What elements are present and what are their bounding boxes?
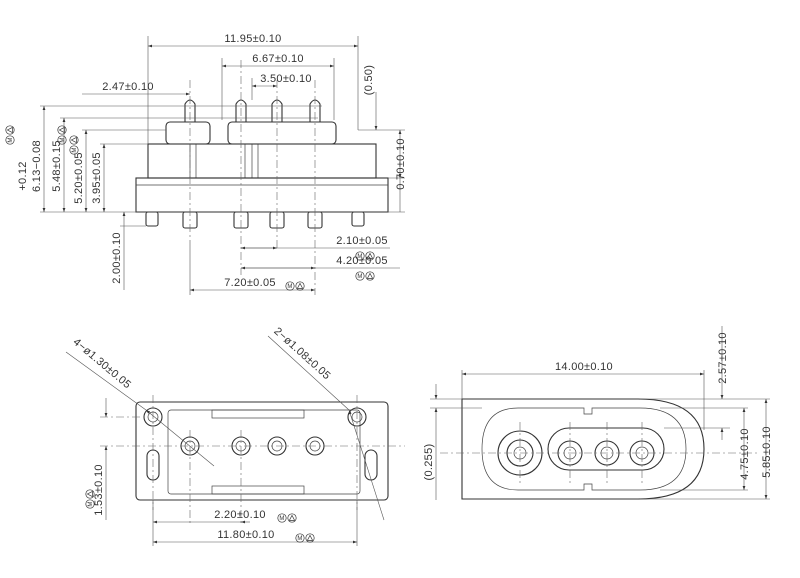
dim-hole-large: 4−ø1.30±0.05 — [71, 336, 134, 391]
face-centerlines — [440, 422, 760, 484]
front-dimension-lines — [42, 44, 402, 292]
face-view: 14.00±0.10 2.57±0.10 4.75±0.10 5.85±0.10… — [423, 326, 773, 500]
dim-420: 4.20±0.05 — [336, 255, 388, 267]
dim-pin-span: 6.67±0.10 — [252, 53, 304, 65]
dim-hole-small: 2−ø1.08±0.05 — [271, 325, 332, 382]
dim-total-height: 6.13−0.08 — [31, 140, 43, 192]
dim-257: 2.57±0.10 — [717, 332, 729, 384]
face-housing — [461, 398, 705, 500]
flange — [135, 177, 389, 213]
dim-475: 4.75±0.10 — [739, 428, 751, 480]
lower-pins — [145, 211, 365, 229]
dim-070: 0.70±0.10 — [395, 138, 407, 190]
dim-520: 5.20±0.05 — [73, 152, 85, 204]
dim-1180: 11.80±0.10 — [217, 529, 274, 541]
front-extension-lines — [40, 36, 405, 295]
face-dimension-lines — [430, 326, 770, 500]
dim-left-offset: 2.47±0.10 — [102, 81, 154, 93]
bottom-centerlines — [100, 395, 405, 525]
dim-ref-0255: (0.255) — [423, 444, 435, 481]
mounting-holes — [143, 407, 367, 427]
dim-pin-pitch: 3.50±0.10 — [260, 73, 312, 85]
upper-pins — [184, 99, 321, 122]
bottom-dimension-lines — [65, 335, 385, 546]
dim-720: 7.20±0.05 — [224, 277, 276, 289]
dim-overall-width: 11.95±0.10 — [224, 33, 281, 45]
dim-220: 2.20±0.10 — [214, 509, 266, 521]
dim-210: 2.10±0.05 — [336, 235, 388, 247]
dim-pin-length: 2.00±0.10 — [111, 232, 123, 284]
front-view: 11.95±0.10 6.67±0.10 3.50±0.10 2.47±0.10… — [5, 33, 407, 295]
dim-153: 1.53±0.10 — [93, 464, 105, 516]
dim-1400: 14.00±0.10 — [555, 361, 613, 373]
front-centerlines — [189, 60, 316, 295]
dim-total-height-tol: +0.12 — [17, 161, 29, 190]
dim-395: 3.95±0.05 — [91, 152, 103, 204]
bottom-gdt-symbols — [85, 489, 315, 543]
dim-585: 5.85±0.10 — [761, 426, 773, 478]
bottom-view: 4−ø1.30±0.05 2−ø1.08±0.05 1.53±0.10 2.20… — [65, 325, 405, 546]
dim-ref-050: (0.50) — [363, 65, 375, 96]
top-housing — [147, 121, 377, 179]
bottom-housing — [135, 401, 389, 501]
dim-548: 5.48±0.15 — [51, 140, 63, 192]
